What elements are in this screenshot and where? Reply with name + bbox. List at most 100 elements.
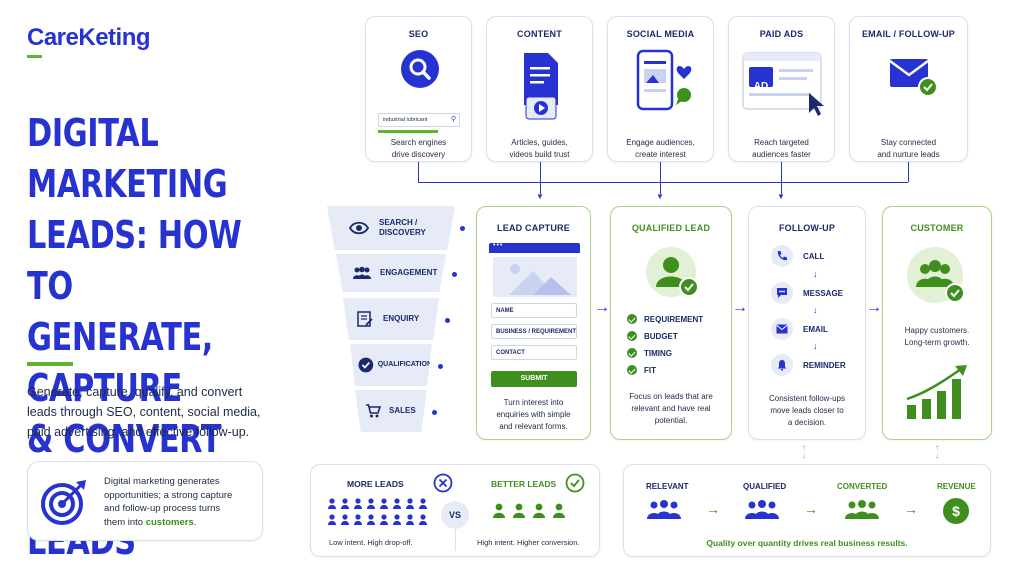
channel-card-social: SOCIAL MEDIA Engage audiences, create in… — [607, 16, 714, 162]
check-icon — [627, 365, 637, 375]
stage-label: QUALIFIED — [743, 482, 787, 491]
arrow-right-icon: → — [706, 501, 720, 517]
channel-title: PAID ADS — [759, 29, 804, 39]
channel-card-paid-ads: PAID ADS AD Reach targeted audiences fas… — [728, 16, 835, 162]
ad-browser-icon — [742, 52, 824, 116]
people-grid-icon — [328, 498, 427, 525]
conversion-stages-card: RELEVANT QUALIFIED CONVERTED REVENUE → →… — [623, 464, 991, 557]
comparison-divider — [455, 529, 456, 551]
seo-search-text: industrial lubricant — [383, 117, 428, 123]
ad-badge: AD — [753, 81, 769, 92]
summary-text-start: Digital marketing generates opportunitie… — [104, 476, 233, 528]
channel-desc: Stay connected and nurture leads — [877, 138, 940, 159]
funnel-dot — [452, 272, 457, 277]
better-leads-title: BETTER LEADS — [491, 479, 557, 489]
channel-title: EMAIL / FOLLOW-UP — [861, 29, 956, 39]
follow-up-step: MESSAGE — [771, 282, 843, 304]
connector-line — [418, 182, 908, 183]
intro-text: Generate, capture, qualify, and convert … — [27, 385, 261, 439]
qualify-item-label: FIT — [644, 365, 656, 375]
arrow-right-icon: → — [732, 299, 748, 316]
revenue-dollar-icon: $ — [943, 498, 969, 524]
qualify-item: BUDGET — [627, 331, 678, 341]
funnel-label: SALES — [389, 406, 416, 415]
channel-desc: Articles, guides, videos build trust — [509, 138, 570, 159]
qualify-item: REQUIREMENT — [627, 314, 703, 324]
headline-divider — [27, 362, 73, 366]
channel-card-seo: SEO industrial lubricant ⚲ Search engine… — [365, 16, 472, 162]
summary-text-end: . — [193, 516, 197, 528]
summary-highlight: customers — [145, 516, 194, 528]
eye-icon — [349, 221, 369, 235]
connector-line — [908, 162, 909, 182]
summary-card: Digital marketing generates opportunitie… — [27, 461, 263, 541]
arrow-down-icon: ▼ — [656, 192, 664, 201]
funnel-stage-discovery: SEARCH / DISCOVERY — [327, 206, 455, 250]
group-check-icon — [907, 247, 965, 303]
funnel-dot — [460, 226, 465, 231]
connector-arrows-icon: ↑↓ — [802, 443, 806, 460]
form-icon — [357, 311, 373, 327]
follow-up-desc: Consistent follow-ups move leads closer … — [768, 394, 846, 427]
arrow-down-icon: ▼ — [777, 192, 785, 201]
lead-capture-card: LEAD CAPTURE ••• NAME BUSINESS / REQUIRE… — [476, 206, 591, 440]
target-arrow-icon — [41, 480, 86, 525]
qualified-lead-title: QUALIFIED LEAD — [631, 223, 711, 233]
arrow-down-icon: ▼ — [536, 192, 544, 201]
check-circle-icon — [565, 473, 585, 493]
search-icon — [401, 50, 439, 88]
funnel-stage-qualification: QUALIFICATION — [350, 344, 432, 386]
channel-title: CONTENT — [517, 29, 562, 39]
follow-up-step: EMAIL — [771, 318, 828, 340]
follow-up-step: REMINDER — [771, 354, 846, 376]
qualified-lead-desc: Focus on leads that are relevant and hav… — [629, 392, 713, 425]
envelope-check-icon — [889, 59, 938, 97]
arrow-right-icon: → — [904, 501, 918, 517]
arrow-right-icon: → — [594, 299, 610, 316]
brand-underline — [27, 55, 42, 58]
bell-icon — [771, 354, 793, 376]
better-leads-caption: High intent. Higher conversion. — [477, 538, 580, 547]
channel-desc: Search engines drive discovery — [390, 138, 447, 159]
channel-title: SEO — [408, 29, 429, 39]
phone-icon — [771, 245, 793, 267]
arrow-right-icon: → — [866, 299, 882, 316]
people-icon — [353, 266, 371, 279]
funnel-dot — [432, 410, 437, 415]
summary-text: Digital marketing generates opportunitie… — [104, 475, 260, 529]
vs-badge: VS — [441, 501, 469, 529]
check-icon — [627, 348, 637, 358]
qualify-item: FIT — [627, 365, 656, 375]
stage-label: REVENUE — [937, 482, 976, 491]
funnel-label: QUALIFICATION — [377, 361, 432, 368]
funnel-stage-sales: SALES — [355, 390, 427, 432]
seo-search-bar: industrial lubricant ⚲ — [378, 113, 460, 127]
arrow-down-icon: ↓ — [813, 305, 818, 315]
qualified-lead-card: QUALIFIED LEAD REQUIREMENT BUDGET TIMING… — [610, 206, 732, 440]
qualify-item: TIMING — [627, 348, 672, 358]
qualify-item-label: TIMING — [644, 348, 672, 358]
customer-card: CUSTOMER Happy customers. Long-term grow… — [882, 206, 992, 440]
qualify-item-label: BUDGET — [644, 331, 678, 341]
qualify-item-label: REQUIREMENT — [644, 314, 704, 324]
follow-up-step: CALL — [771, 245, 824, 267]
leads-comparison-card: MORE LEADS Low intent. High drop-off. VS… — [310, 464, 600, 557]
people-row-icon — [493, 503, 565, 518]
check-icon — [358, 357, 374, 373]
connector-line — [418, 162, 419, 182]
customer-desc: Happy customers. Long-term growth. — [904, 326, 970, 347]
submit-button[interactable]: SUBMIT — [491, 371, 577, 387]
funnel-stage-enquiry: ENQUIRY — [343, 298, 439, 340]
channel-desc: Engage audiences, create interest — [626, 138, 695, 159]
connector-line — [540, 162, 541, 182]
channel-card-content: CONTENT Articles, guides, videos build t… — [486, 16, 593, 162]
stage-label: RELEVANT — [646, 482, 689, 491]
funnel-label: SEARCH / DISCOVERY — [379, 218, 426, 237]
people-group-icon — [745, 500, 779, 519]
customer-title: CUSTOMER — [910, 223, 964, 233]
more-leads-title: MORE LEADS — [347, 479, 404, 489]
connector-line — [781, 162, 782, 194]
form-header-bar — [489, 243, 580, 253]
follow-up-title: FOLLOW-UP — [778, 223, 836, 233]
form-mockup: ••• — [489, 242, 580, 353]
